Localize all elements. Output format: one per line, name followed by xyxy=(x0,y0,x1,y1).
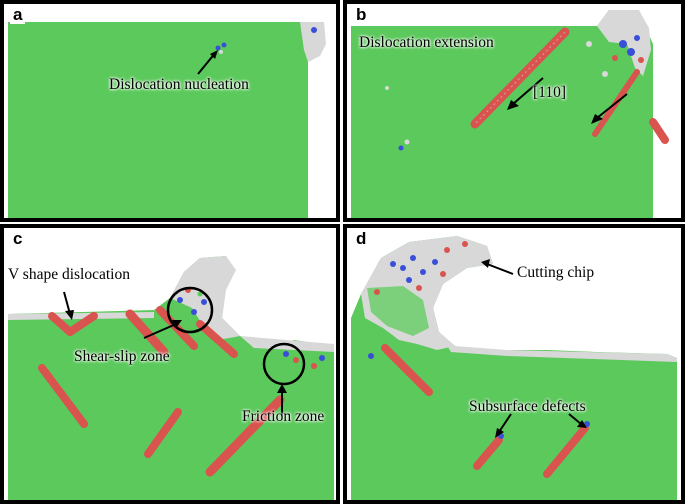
annotation-v-shape-dislocation: V shape dislocation xyxy=(8,266,130,283)
surface-layer xyxy=(8,312,154,320)
workpiece-substrate xyxy=(351,10,653,218)
panel-b: b Dislocation extension [110] xyxy=(343,0,685,222)
shear-slip-circle xyxy=(166,286,214,334)
stacking-fault xyxy=(38,364,88,428)
extension-arrow xyxy=(596,93,628,119)
panel-label-a: a xyxy=(10,6,26,24)
annotation-direction: [110] xyxy=(533,84,566,101)
annotation-friction-zone: Friction zone xyxy=(242,408,325,425)
panel-c-simulation xyxy=(8,256,334,500)
subsurface-fault-1 xyxy=(381,344,433,396)
chip-interior xyxy=(367,286,429,336)
panel-b-simulation xyxy=(351,10,669,218)
stacking-fault-edge xyxy=(649,118,669,144)
direction-arrow xyxy=(512,77,544,105)
tool-contact-atoms xyxy=(300,22,326,62)
shear-slip-arrow xyxy=(143,323,177,339)
v-dislocation-right xyxy=(66,312,98,336)
panel-label-d: d xyxy=(353,230,370,248)
subsurface-fault-3 xyxy=(543,424,589,478)
annotation-dislocation-extension: Dislocation extension xyxy=(359,34,494,51)
annotation-subsurface-defects: Subsurface defects xyxy=(469,398,586,415)
v-dislocation-left xyxy=(48,312,74,336)
panel-label-c: c xyxy=(10,230,26,248)
panel-a: a Dislocation nucleation xyxy=(0,0,340,222)
subsurface-arrow-right xyxy=(568,413,582,425)
workpiece-substrate xyxy=(8,22,308,218)
friction-circle xyxy=(262,342,306,386)
panel-d-simulation xyxy=(351,236,677,500)
subsurface-fault-2 xyxy=(473,436,503,470)
panel-a-simulation xyxy=(8,22,326,218)
annotation-dislocation-nucleation: Dislocation nucleation xyxy=(109,76,249,93)
surface-layer xyxy=(439,332,677,362)
defect-atoms xyxy=(311,27,317,33)
subsurface-arrow-left xyxy=(498,413,512,433)
nucleation-atoms xyxy=(215,45,221,51)
workpiece-substrate xyxy=(8,256,334,500)
panel-label-b: b xyxy=(353,6,370,24)
chip-arrow xyxy=(486,263,514,275)
chip-atoms xyxy=(170,256,240,340)
annotation-cutting-chip: Cutting chip xyxy=(517,264,595,281)
v-shape-arrow xyxy=(63,291,71,315)
annotation-shear-slip-zone: Shear-slip zone xyxy=(74,348,170,365)
panel-d: d Cutting chip Subsurface defects xyxy=(343,224,685,504)
panel-c: c V shape dislocation Shear-slip zone Fr… xyxy=(0,224,340,504)
